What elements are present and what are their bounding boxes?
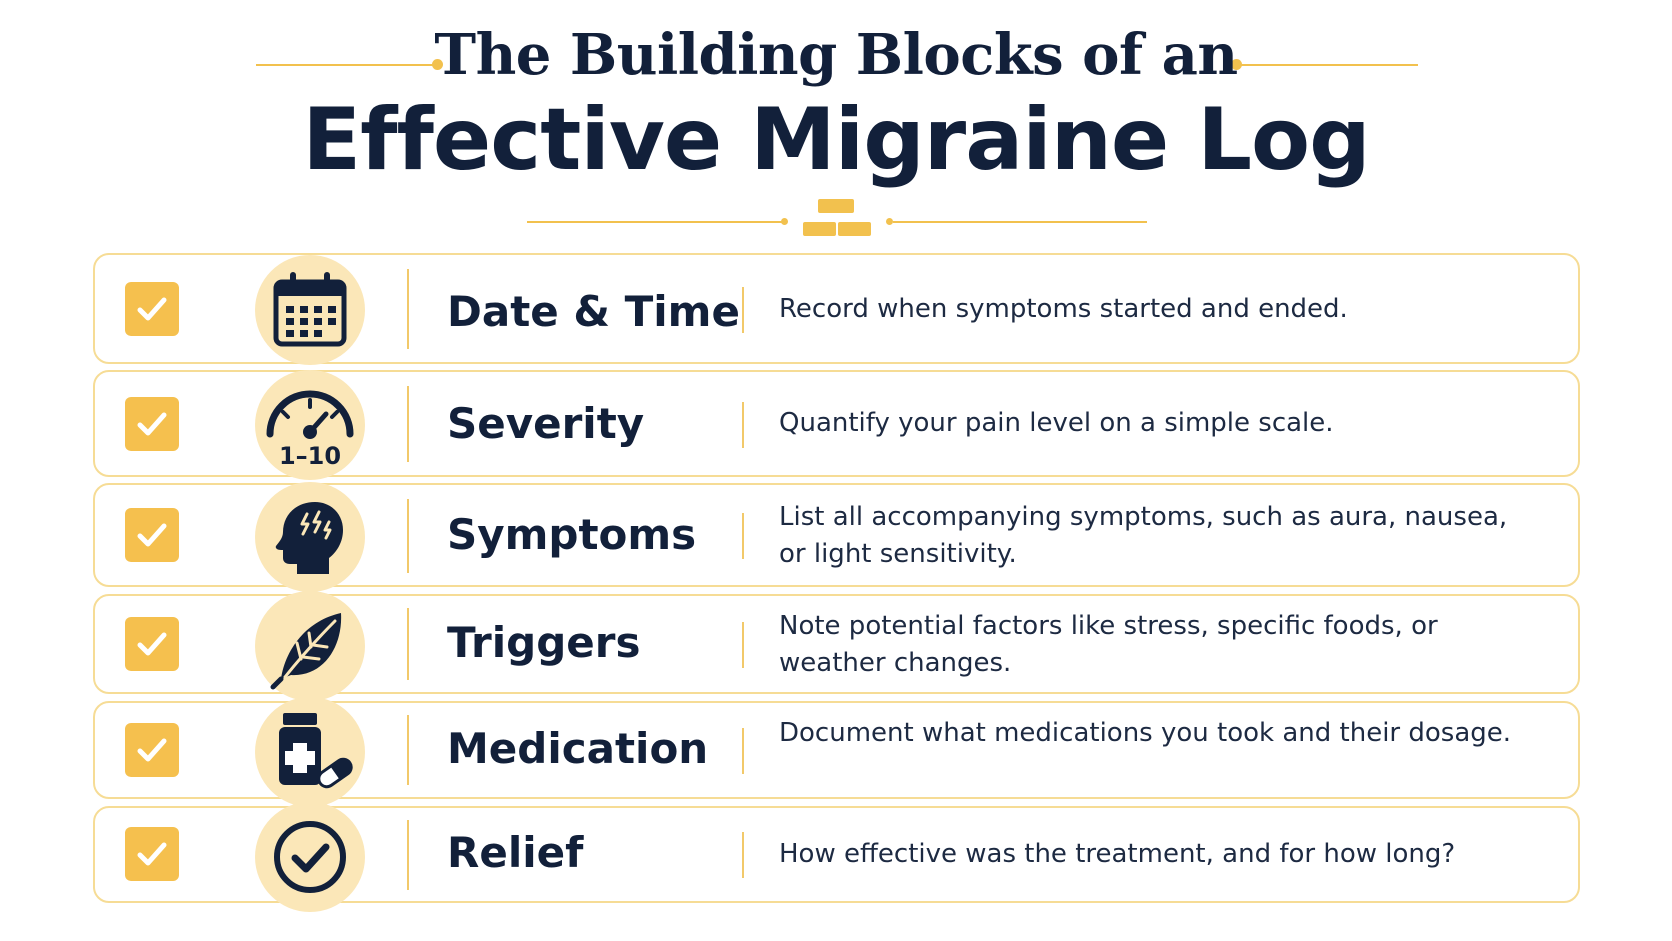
title-decoration-line-left: [256, 64, 436, 66]
column-divider: [742, 832, 744, 878]
log-item-title: Severity: [447, 399, 645, 448]
checkbox-checked-icon: [125, 508, 179, 562]
check-circle-icon: [255, 802, 365, 912]
column-divider: [407, 715, 409, 785]
title-line-2: Effective Migraine Log: [302, 90, 1370, 190]
log-item-title: Symptoms: [447, 510, 697, 559]
log-item-relief: Relief How effective was the treatment, …: [93, 802, 1580, 912]
column-divider: [742, 402, 744, 448]
checkbox-checked-icon: [125, 397, 179, 451]
log-item-title: Medication: [447, 724, 709, 773]
title-decoration-line-right: [1238, 64, 1418, 66]
log-item-triggers: Triggers Note potential factors like str…: [93, 591, 1580, 701]
column-divider: [742, 622, 744, 668]
subtitle-decoration-line-left: [527, 221, 785, 223]
checkbox-checked-icon: [125, 723, 179, 777]
log-item-date-time: Date & Time Record when symptoms started…: [93, 253, 1580, 365]
checkbox-checked-icon: [125, 827, 179, 881]
column-divider: [407, 608, 409, 680]
building-block-icon-top: [818, 199, 854, 213]
title-decoration-dot-left: [432, 59, 443, 70]
column-divider: [407, 499, 409, 573]
log-item-medication: Medication Document what medications you…: [93, 697, 1580, 807]
medicine-bottle-icon: [255, 697, 365, 807]
checkbox-checked-icon: [125, 282, 179, 336]
subtitle-decoration-line-right: [893, 221, 1147, 223]
log-item-description: How effective was the treatment, and for…: [779, 839, 1456, 869]
leaf-icon: [255, 591, 365, 701]
log-item-symptoms: Symptoms List all accompanying symptoms,…: [93, 482, 1580, 592]
gauge-icon: [255, 370, 365, 480]
calendar-icon: [255, 255, 365, 365]
log-item-title: Date & Time: [447, 287, 740, 336]
log-item-description: List all accompanying symptoms, such as …: [779, 502, 1508, 569]
column-divider: [742, 513, 744, 559]
column-divider: [742, 728, 744, 774]
subtitle-decoration-dot-left: [781, 218, 788, 225]
building-block-icon-right: [838, 222, 871, 236]
log-item-description: Note potential factors like stress, spec…: [779, 611, 1438, 678]
log-item-description: Record when symptoms started and ended.: [779, 294, 1348, 324]
head-lightning-icon: [255, 482, 365, 592]
title-decoration-dot-right: [1231, 59, 1242, 70]
column-divider: [407, 820, 409, 890]
subtitle-decoration-dot-right: [886, 218, 893, 225]
column-divider: [407, 386, 409, 462]
severity-scale-label: 1–10: [278, 442, 342, 470]
log-item-title: Relief: [447, 828, 584, 877]
column-divider: [407, 269, 409, 349]
column-divider: [742, 287, 744, 333]
title-line-1: The Building Blocks of an: [434, 22, 1238, 88]
log-item-severity: 1–10 Severity Quantify your pain level o…: [93, 370, 1580, 480]
checkbox-checked-icon: [125, 617, 179, 671]
building-block-icon-left: [803, 222, 836, 236]
log-item-title: Triggers: [447, 618, 641, 667]
log-item-description: Quantify your pain level on a simple sca…: [779, 408, 1334, 438]
header: The Building Blocks of an Effective Migr…: [0, 0, 1672, 250]
log-item-description: Document what medications you took and t…: [779, 718, 1512, 748]
